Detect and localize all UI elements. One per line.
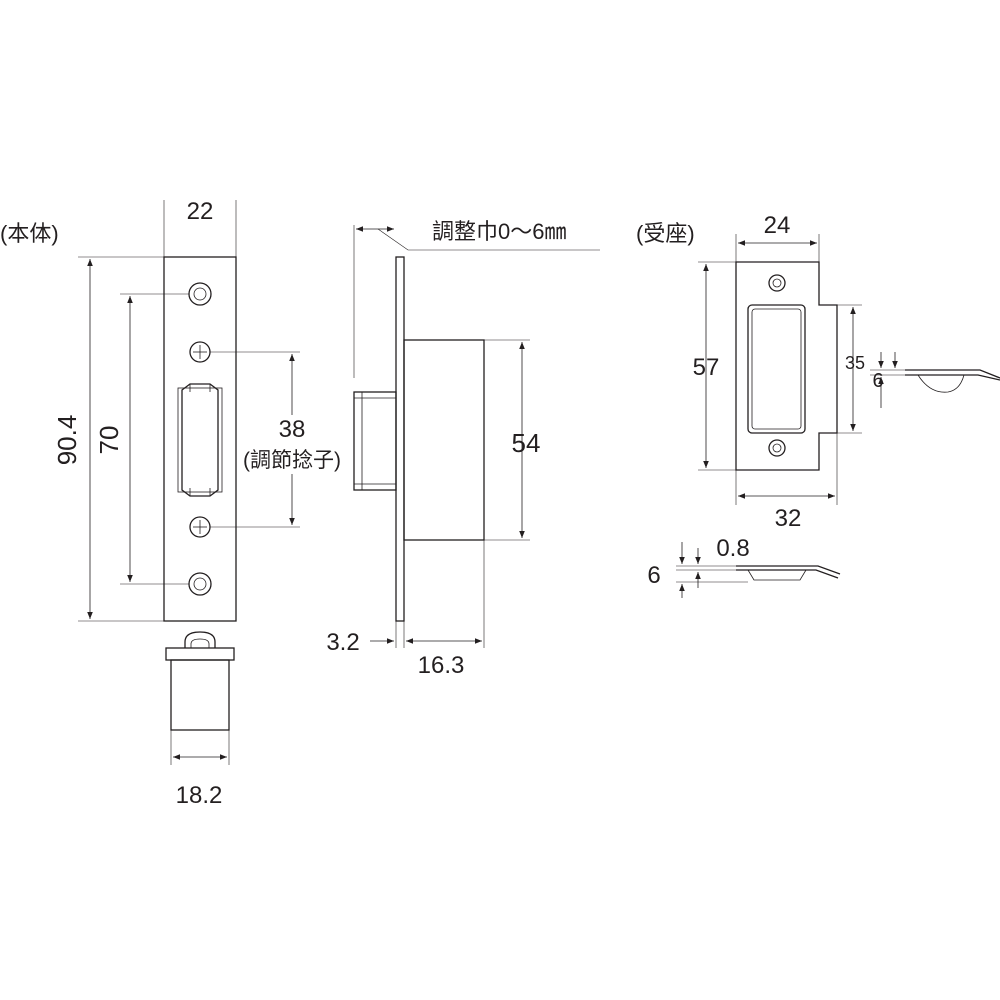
dim-plate-thickness: 3.2 [326,629,359,656]
adjust-screw-top [189,341,211,363]
dim-body-height-total: 90.4 [52,415,82,466]
side-faceplate [395,256,405,622]
dim-body-width: 22 [187,198,214,225]
dim-adjust-pitch-note: (調節捻子) [243,449,341,472]
dim-strike-side-height: 6 [647,562,660,589]
dim-latch-width: 18.2 [176,782,223,809]
dim-strike-lip-height: 35 [845,353,865,373]
strike-view: (受座) 24 57 32 35 [636,212,1000,598]
adjust-screw-bottom [189,516,211,538]
strike-bottom-profile [736,565,841,581]
latch-window [177,383,223,497]
main-body-view: (本体) 22 [0,198,341,809]
screw-hole-top [188,282,212,306]
main-body-title: (本体) [0,221,59,246]
dim-body-height-holes: 70 [94,426,124,455]
dim-case-depth: 16.3 [418,652,465,679]
strike-hole-top [768,274,786,292]
strike-hole-bottom [768,439,786,457]
dim-strike-thickness: 0.8 [716,535,749,562]
strike-plate [735,261,838,471]
dim-adjust-pitch: 38 [279,416,306,443]
side-latch [353,391,397,491]
dim-strike-height: 57 [693,354,720,381]
side-view: 調整巾0～6㎜ 54 3.2 16.3 [326,219,600,679]
adjust-range-label: 調整巾0～6㎜ [432,219,566,244]
latch-bolt [165,631,235,731]
strike-opening [747,304,806,434]
faceplate [163,256,237,622]
side-case [403,339,485,541]
screw-hole-bottom [188,572,212,596]
strike-title: (受座) [636,221,695,246]
dim-side-height: 54 [512,428,541,458]
dim-strike-lip-depth: 6 [872,370,883,392]
dim-strike-top-width: 24 [764,212,791,239]
strike-lip-profile [905,369,1000,393]
dim-strike-bottom-width: 32 [775,505,802,532]
